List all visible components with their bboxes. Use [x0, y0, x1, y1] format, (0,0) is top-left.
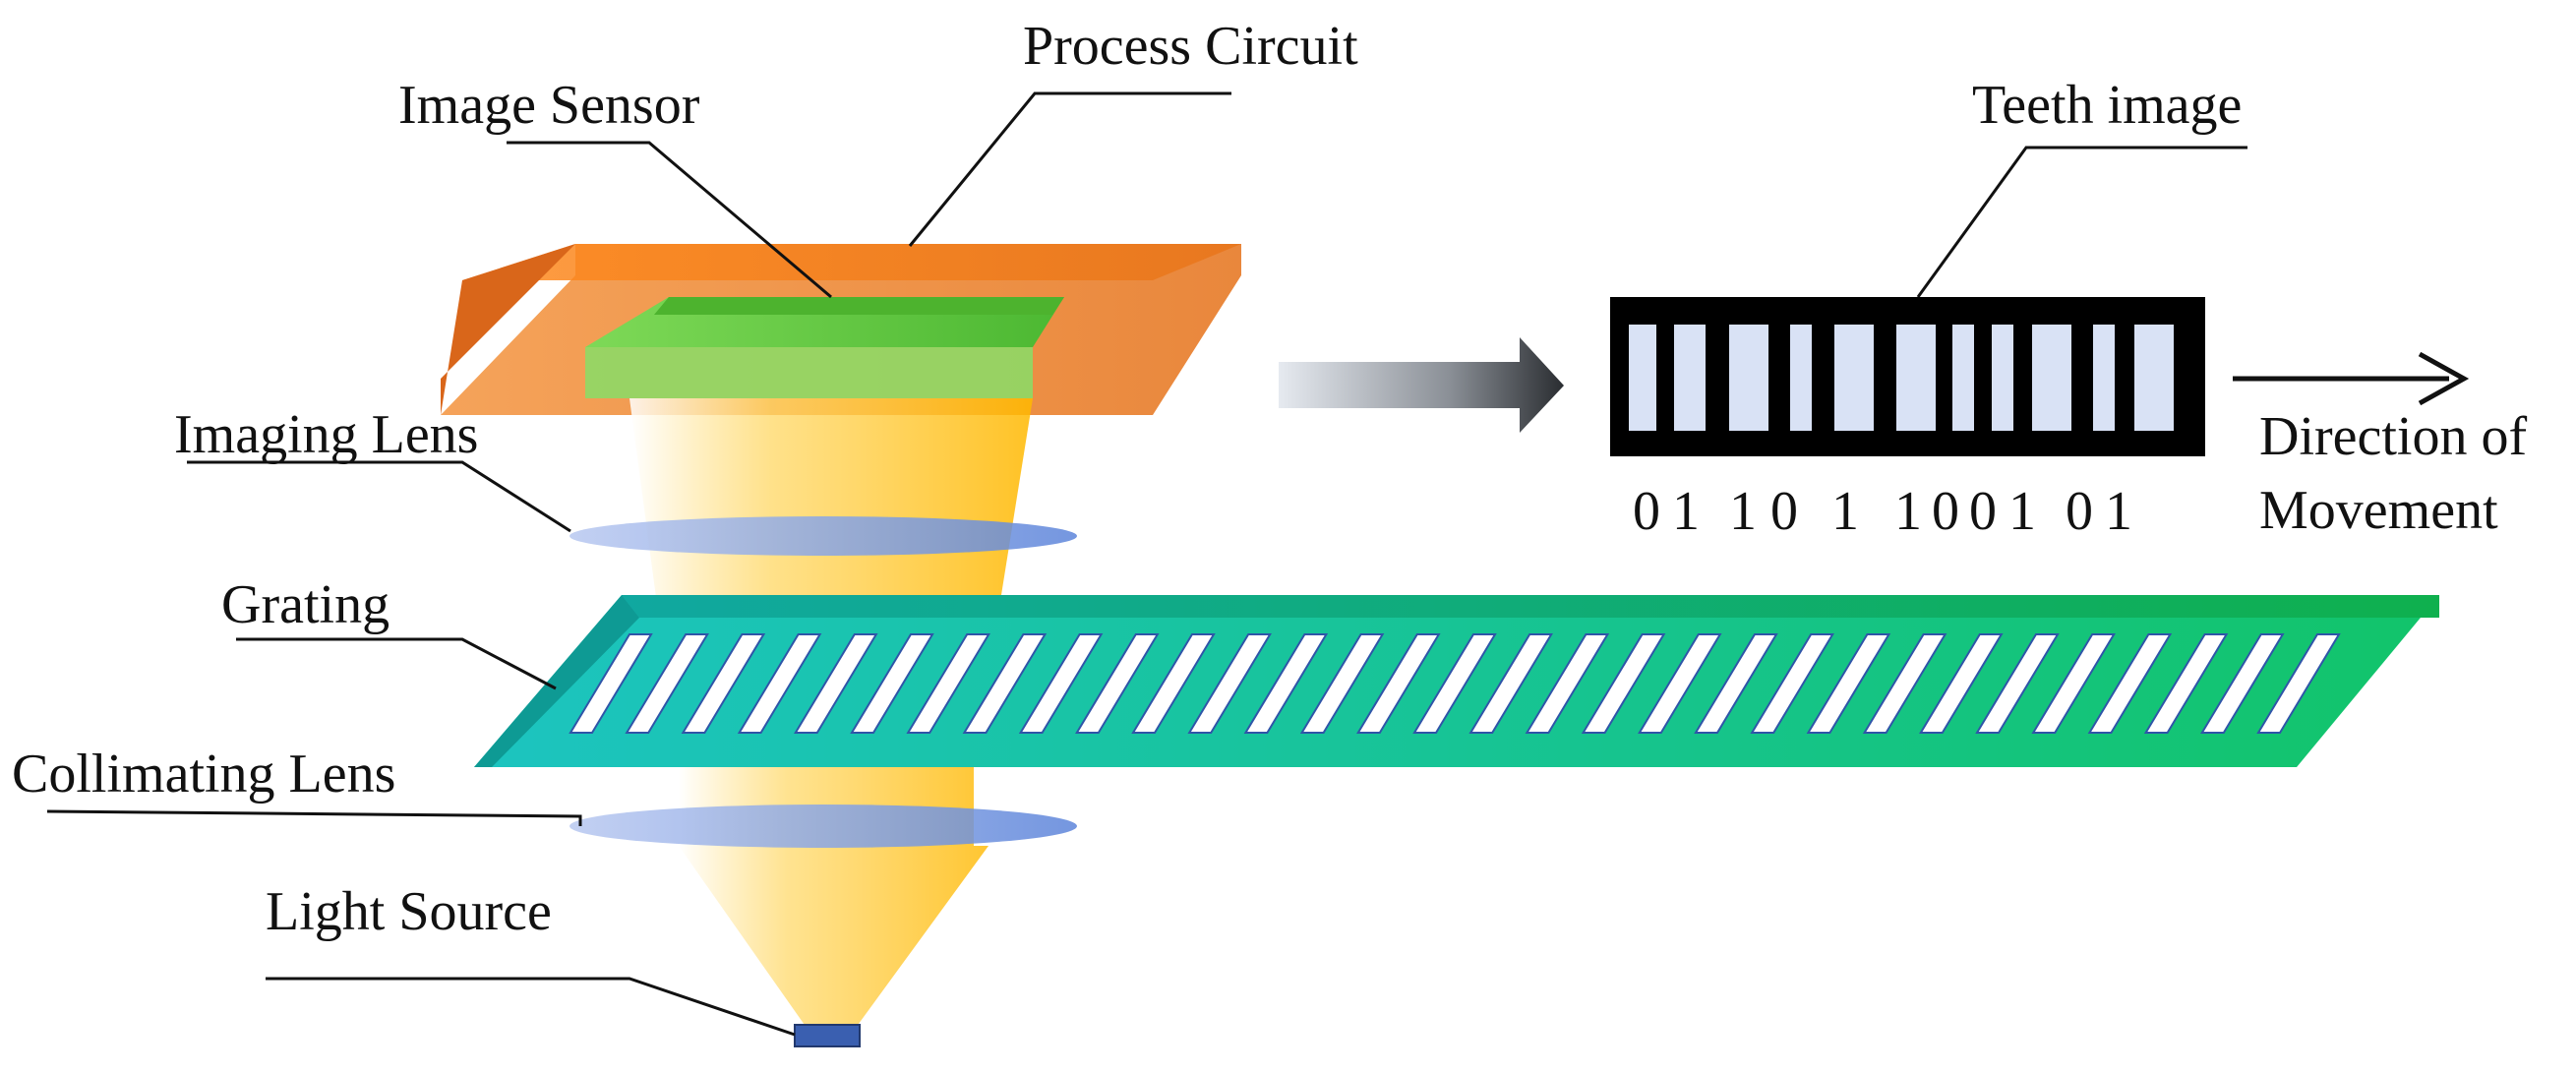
grating-slot	[906, 633, 990, 734]
grating-slot	[2087, 633, 2173, 734]
teeth-bar	[1952, 325, 1974, 431]
grating-slot	[2200, 633, 2285, 734]
label-grating: Grating	[221, 574, 389, 635]
binary-digit: 1	[1672, 481, 1700, 542]
grating-slot	[1694, 633, 1778, 734]
label-teeth-image: Teeth image	[1972, 75, 2242, 136]
grating-slot	[2031, 633, 2116, 734]
grating-slot	[569, 633, 653, 734]
label-direction-line1: Direction of	[2259, 406, 2527, 467]
grating-slot	[1018, 633, 1104, 734]
grating-strip	[474, 595, 2439, 767]
teeth-bar	[1834, 325, 1874, 431]
grating-slot	[1581, 633, 1666, 734]
binary-digit: 1	[2008, 481, 2036, 542]
binary-digit: 0	[1932, 481, 1959, 542]
binary-digit: 0	[1770, 481, 1798, 542]
imaging-lens	[569, 516, 1077, 556]
transform-arrow	[1279, 337, 1564, 433]
grating-slot	[1862, 633, 1947, 734]
grating-slot	[850, 633, 934, 734]
grating-slot	[681, 633, 766, 734]
teeth-bar	[2093, 325, 2115, 431]
binary-digit: 1	[1729, 481, 1757, 542]
direction-arrow	[2233, 351, 2470, 406]
grating-slot	[1468, 633, 1553, 734]
grating-slot	[1356, 633, 1441, 734]
grating-slot	[1806, 633, 1891, 734]
binary-digit: 1	[2105, 481, 2132, 542]
label-imaging-lens: Imaging Lens	[174, 404, 478, 465]
teeth-bar	[1896, 325, 1936, 431]
grating-slot	[1131, 633, 1216, 734]
grating-slot	[1243, 633, 1329, 734]
teeth-bar	[2134, 325, 2174, 431]
teeth-bar	[2032, 325, 2071, 431]
teeth-image	[1610, 297, 2205, 456]
grating-slot	[1638, 633, 1722, 734]
light-source	[794, 1024, 861, 1047]
grating-slot	[1075, 633, 1160, 734]
teeth-bar	[1790, 325, 1812, 431]
binary-digit: 0	[2066, 481, 2093, 542]
label-image-sensor: Image Sensor	[398, 75, 700, 136]
label-direction-line2: Movement	[2259, 480, 2498, 541]
grating-slot	[1975, 633, 2060, 734]
teeth-bar	[1729, 325, 1768, 431]
grating-slot	[1750, 633, 1834, 734]
grating-slot	[1919, 633, 2004, 734]
teeth-bars	[1629, 325, 2174, 431]
binary-digit: 0	[1633, 481, 1660, 542]
grating-slot	[1299, 633, 1385, 734]
grating-slot	[1525, 633, 1610, 734]
binary-digit: 0	[1969, 481, 1997, 542]
grating-slot	[2143, 633, 2229, 734]
image-sensor	[585, 297, 1064, 398]
label-process-circuit: Process Circuit	[1023, 16, 1358, 77]
grating-slot	[2256, 633, 2341, 734]
teeth-bar	[1629, 325, 1656, 431]
grating-slot	[1412, 633, 1497, 734]
grating-slot	[962, 633, 1048, 734]
grating-slot	[737, 633, 822, 734]
grating-slot	[794, 633, 878, 734]
collimating-lens	[569, 805, 1077, 848]
leader-lines	[46, 91, 2247, 1037]
grating-slot	[1187, 633, 1272, 734]
label-collimating-lens: Collimating Lens	[12, 744, 395, 805]
grating-slot	[625, 633, 709, 734]
binary-digit: 1	[1894, 481, 1922, 542]
teeth-bar	[1674, 325, 1706, 431]
teeth-bar	[1992, 325, 2013, 431]
binary-digit: 1	[1831, 481, 1859, 542]
label-light-source: Light Source	[266, 881, 552, 942]
grating-slots	[569, 633, 2341, 734]
